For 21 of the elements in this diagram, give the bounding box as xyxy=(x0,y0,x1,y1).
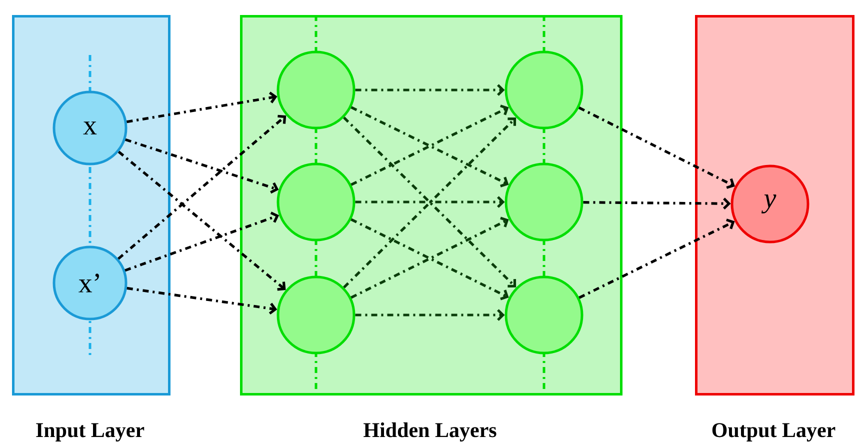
node-label: Input Layer xyxy=(36,423,144,442)
neuron-circle xyxy=(504,50,584,130)
arrow xyxy=(126,92,278,124)
node-label: Output Layer xyxy=(712,423,836,442)
neuron-circle xyxy=(276,50,356,130)
arrow xyxy=(355,309,505,321)
arrow xyxy=(124,212,280,272)
neuron-circle xyxy=(276,162,356,242)
arrow xyxy=(355,196,505,208)
arrow xyxy=(578,218,735,299)
arrow xyxy=(117,114,286,260)
neuron-circle xyxy=(504,276,584,354)
arrow xyxy=(578,106,735,189)
arrow xyxy=(355,84,505,96)
neuron-circle xyxy=(276,276,356,354)
arrow xyxy=(126,286,278,315)
neuron-circle xyxy=(504,162,584,242)
arrow xyxy=(583,198,731,210)
arrow xyxy=(125,138,279,194)
node-label: Hidden Layers xyxy=(364,422,496,442)
arrow xyxy=(118,150,286,291)
